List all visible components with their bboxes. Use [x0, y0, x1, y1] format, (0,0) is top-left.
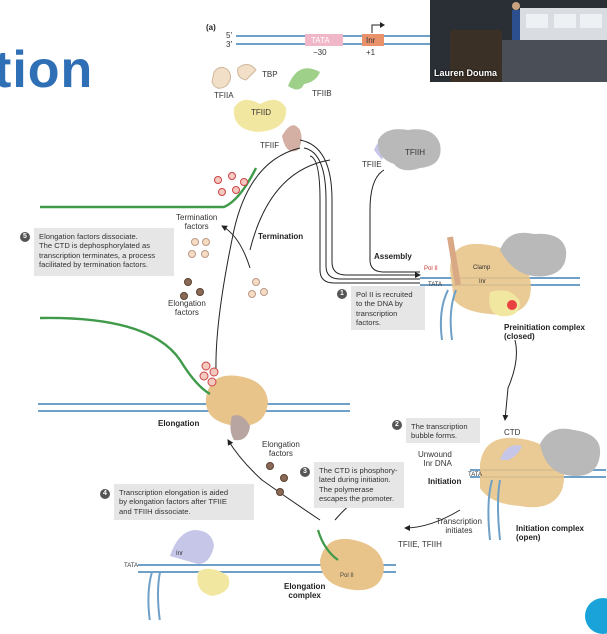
initiation-complex — [470, 428, 606, 541]
tfiib-label: TFIIB — [312, 89, 332, 98]
tfiih-label: TFIIH — [405, 148, 425, 157]
clamp-label: Clamp — [473, 265, 491, 271]
tfiib-shape — [288, 68, 320, 90]
inr-small-label: Inr — [479, 279, 487, 285]
initiation-complex-label: Initiation complex (open) — [516, 524, 585, 543]
position-plus-1: +1 — [366, 48, 376, 57]
tfiie-label: TFIIE — [362, 160, 382, 169]
tata-initiation-label: TATA — [468, 472, 482, 478]
tata-bottom-label: TATA — [124, 563, 138, 569]
inr-label: Inr — [366, 36, 376, 45]
step-2-number: 2 — [392, 420, 402, 430]
tata-box-label: TATA — [311, 36, 330, 45]
slide-title: tion — [0, 41, 94, 99]
elongation-factor-dots — [180, 278, 288, 496]
elongation-complex-label: Elongation complex — [284, 582, 326, 601]
promoter-dna — [236, 22, 440, 46]
transcription-initiates-label: Transcription initiates — [436, 517, 482, 536]
corner-logo-circle — [585, 598, 607, 634]
strand-3-prime: 3′ — [226, 40, 232, 49]
tfiie-tfiih-label: TFIIE, TFIIH — [398, 540, 442, 549]
step-3-number: 3 — [300, 467, 310, 477]
step-1-number: 1 — [337, 289, 347, 299]
terminated-rna — [40, 167, 258, 209]
elongation-complex-bottom — [138, 529, 396, 620]
presenter-name: Lauren Douma — [434, 68, 498, 78]
preinitiation-complex — [420, 232, 580, 341]
unwound-inr-label: Unwound Inr DNA — [418, 450, 452, 469]
tfiia-label: TFIIA — [214, 91, 234, 100]
tata-small-label: TATA — [428, 282, 442, 288]
strand-5-prime: 5′ — [226, 31, 232, 40]
step-5-number: 5 — [20, 232, 30, 242]
elongation-factors-left-label: Elongation factors — [168, 299, 206, 318]
termination-factors-label: Termination factors — [176, 213, 218, 232]
initiation-label: Initiation — [428, 477, 462, 486]
preinitiation-complex-label: Preinitiation complex (closed) — [504, 323, 585, 342]
webcam-scene — [430, 0, 607, 82]
tbp-label: TBP — [262, 70, 278, 79]
termination-factor-dots — [188, 238, 268, 298]
elongation-complex-middle — [38, 316, 350, 441]
pol-ii-bottom-label: Pol II — [340, 573, 354, 579]
step-4-number: 4 — [100, 489, 110, 499]
assembly-label: Assembly — [374, 252, 412, 261]
tbp-shape — [237, 64, 257, 81]
position-minus-30: −30 — [313, 48, 327, 57]
tfiid-label: TFIID — [251, 108, 271, 117]
step-5-box: Elongation factors dissociate.The CTD is… — [34, 228, 174, 276]
ctd-label: CTD — [504, 428, 521, 437]
tfiif-label: TFIIF — [260, 141, 280, 150]
panel-label: (a) — [206, 23, 216, 32]
tfiif-shape — [282, 125, 302, 152]
step-3-box: The CTD is phosphory-lated during initia… — [314, 462, 404, 508]
termination-label: Termination — [258, 232, 304, 241]
tfiih-shape — [377, 129, 441, 171]
inr-bottom-label: Inr — [176, 551, 184, 557]
elongation-factors-mid-label: Elongation factors — [262, 440, 300, 459]
tfiia-shape — [211, 66, 232, 89]
presenter-webcam: Lauren Douma — [430, 0, 607, 82]
pol-ii-label: Pol II — [424, 266, 438, 272]
elongation-label: Elongation — [158, 419, 200, 428]
tfiid-shape — [233, 99, 287, 132]
transcription-figure — [38, 22, 606, 620]
